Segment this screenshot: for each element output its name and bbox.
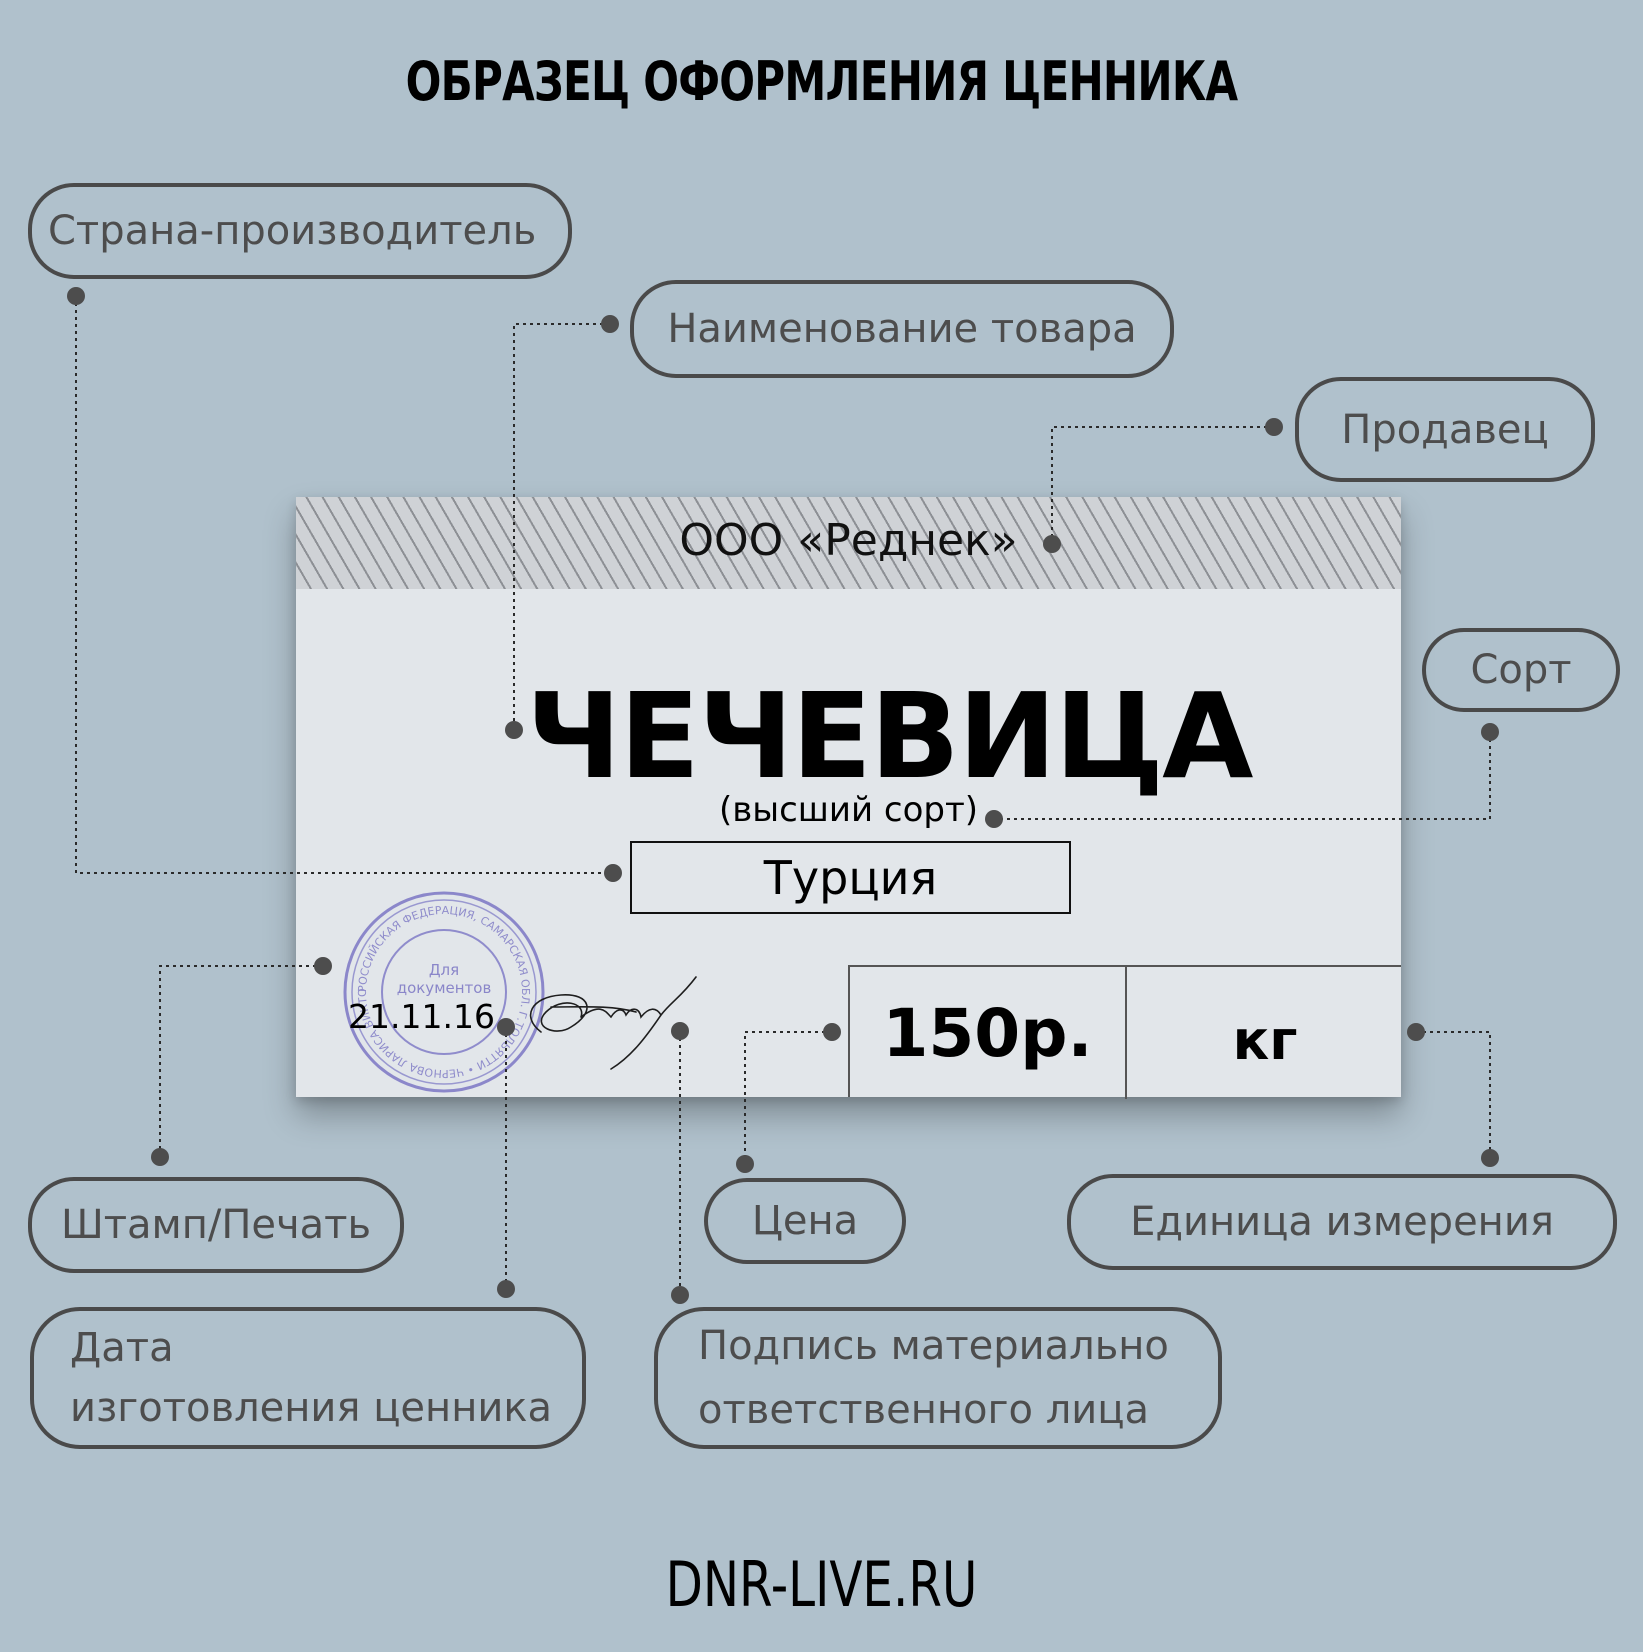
dot-stamp-end [151, 1148, 169, 1166]
stamp-inner-line-1: Для [429, 961, 459, 979]
label-country-text: Страна-производитель [48, 208, 537, 254]
dot-unit-end [1481, 1149, 1499, 1167]
label-product-name-text: Наименование товара [667, 306, 1137, 352]
seller-name: ООО «Реднек» [679, 515, 1018, 566]
price-divider [1125, 967, 1127, 1099]
dot-unit-top [1407, 1023, 1425, 1041]
price-tag-header: ООО «Реднек» [296, 497, 1401, 589]
label-signature-line-1: Подпись материально [698, 1323, 1169, 1369]
page-title: ОБРАЗЕЦ ОФОРМЛЕНИЯ ЦЕННИКА [405, 50, 1238, 113]
label-country: Страна-производитель [28, 183, 572, 279]
label-product-name: Наименование товара [630, 280, 1174, 378]
label-stamp-text: Штамп/Печать [60, 1202, 372, 1248]
label-grade-text: Сорт [1470, 647, 1572, 693]
label-price-text: Цена [751, 1198, 859, 1244]
label-date: Дата изготовления ценника [30, 1307, 586, 1449]
label-signature-line-2: ответственного лица [698, 1387, 1150, 1433]
dot-product-end [505, 721, 523, 739]
dot-grade-top [1481, 723, 1499, 741]
product-name: ЧЕЧЕВИЦА [526, 667, 1253, 805]
dot-stamp-top [314, 957, 332, 975]
dot-signature-end [671, 1286, 689, 1304]
label-unit: Единица измерения [1067, 1174, 1617, 1270]
product-grade: (высший сорт) [718, 790, 979, 830]
dot-seller-end [1043, 535, 1061, 553]
dot-price-top [823, 1023, 841, 1041]
label-unit-text: Единица измерения [1130, 1199, 1554, 1245]
stamp-icon: РОССИЙСКАЯ ФЕДЕРАЦИЯ, САМАРСКАЯ ОБЛ. Г.Т… [339, 887, 545, 1093]
country-name: Турция [763, 850, 938, 905]
dot-date-top [497, 1018, 515, 1036]
dot-date-end [497, 1280, 515, 1298]
label-seller-text: Продавец [1341, 406, 1549, 453]
footer-site: DNR-LIVE.RU [665, 1548, 978, 1621]
dot-country-end [604, 864, 622, 882]
dot-price-end [736, 1155, 754, 1173]
dot-product-top [601, 315, 619, 333]
dot-seller-top [1265, 418, 1283, 436]
dot-signature-top [671, 1022, 689, 1040]
price-value: 150р. [882, 995, 1093, 1072]
label-stamp: Штамп/Печать [28, 1177, 404, 1273]
dot-grade-end [985, 810, 1003, 828]
price-box: 150р. кг [848, 965, 1401, 1099]
country-box: Турция [630, 841, 1071, 914]
label-grade: Сорт [1422, 628, 1620, 712]
label-seller: Продавец [1295, 377, 1595, 482]
unit-value: кг [1232, 1009, 1298, 1072]
label-signature: Подпись материально ответственного лица [654, 1307, 1222, 1449]
stamp-inner-line-2: документов [397, 979, 492, 997]
label-price: Цена [704, 1178, 906, 1264]
label-date-line-2: изготовления ценника [70, 1385, 553, 1431]
label-date-line-1: Дата [70, 1325, 174, 1371]
price-tag: ООО «Реднек» ЧЕЧЕВИЦА (высший сорт) Турц… [296, 497, 1401, 1099]
signature-icon [529, 976, 697, 1070]
dot-country-top [67, 287, 85, 305]
tag-date: 21.11.16 [348, 997, 495, 1036]
